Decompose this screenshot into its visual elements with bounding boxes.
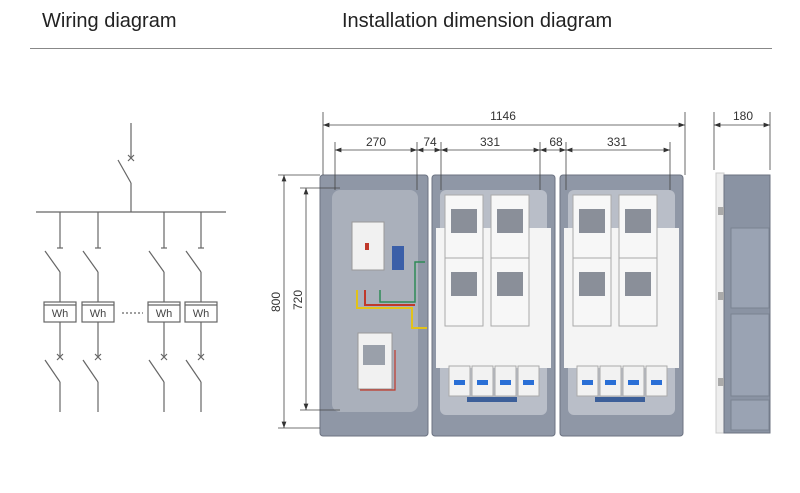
cabinet-side-view [715, 172, 771, 434]
dim-inner-height: 720 [291, 290, 305, 310]
wiring-branch: Wh [184, 212, 218, 412]
wiring-branch: Wh [81, 212, 115, 412]
cabinet-front-view [319, 174, 684, 437]
meter-label: Wh [52, 308, 69, 320]
dim-section-1: 270 [366, 135, 386, 149]
cabinet-meter-panel [559, 174, 684, 437]
dim-gap-2: 68 [549, 135, 563, 149]
meter-label: Wh [156, 308, 173, 320]
dim-gap-1: 74 [423, 135, 437, 149]
terminal-block [392, 246, 404, 270]
wiring-branch: Wh [147, 212, 181, 412]
wiring-branch: Wh [43, 212, 77, 412]
meter-label: Wh [90, 308, 107, 320]
header-divider [30, 48, 772, 49]
dim-total-height: 800 [269, 292, 283, 312]
wiring-diagram: Wh Wh Wh Wh [36, 123, 226, 412]
main-breaker [351, 221, 385, 271]
dim-total-width: 1146 [490, 109, 516, 123]
wiring-diagram-heading: Wiring diagram [42, 10, 177, 32]
cabinet-left-panel [319, 174, 429, 437]
dim-depth: 180 [733, 109, 753, 123]
installation-diagram-heading: Installation dimension diagram [342, 10, 613, 32]
cabinet-meter-panel [431, 174, 556, 437]
meter-label: Wh [193, 308, 210, 320]
dim-section-3: 331 [607, 135, 627, 149]
dimension-lines [278, 112, 771, 429]
dim-section-2: 331 [480, 135, 500, 149]
